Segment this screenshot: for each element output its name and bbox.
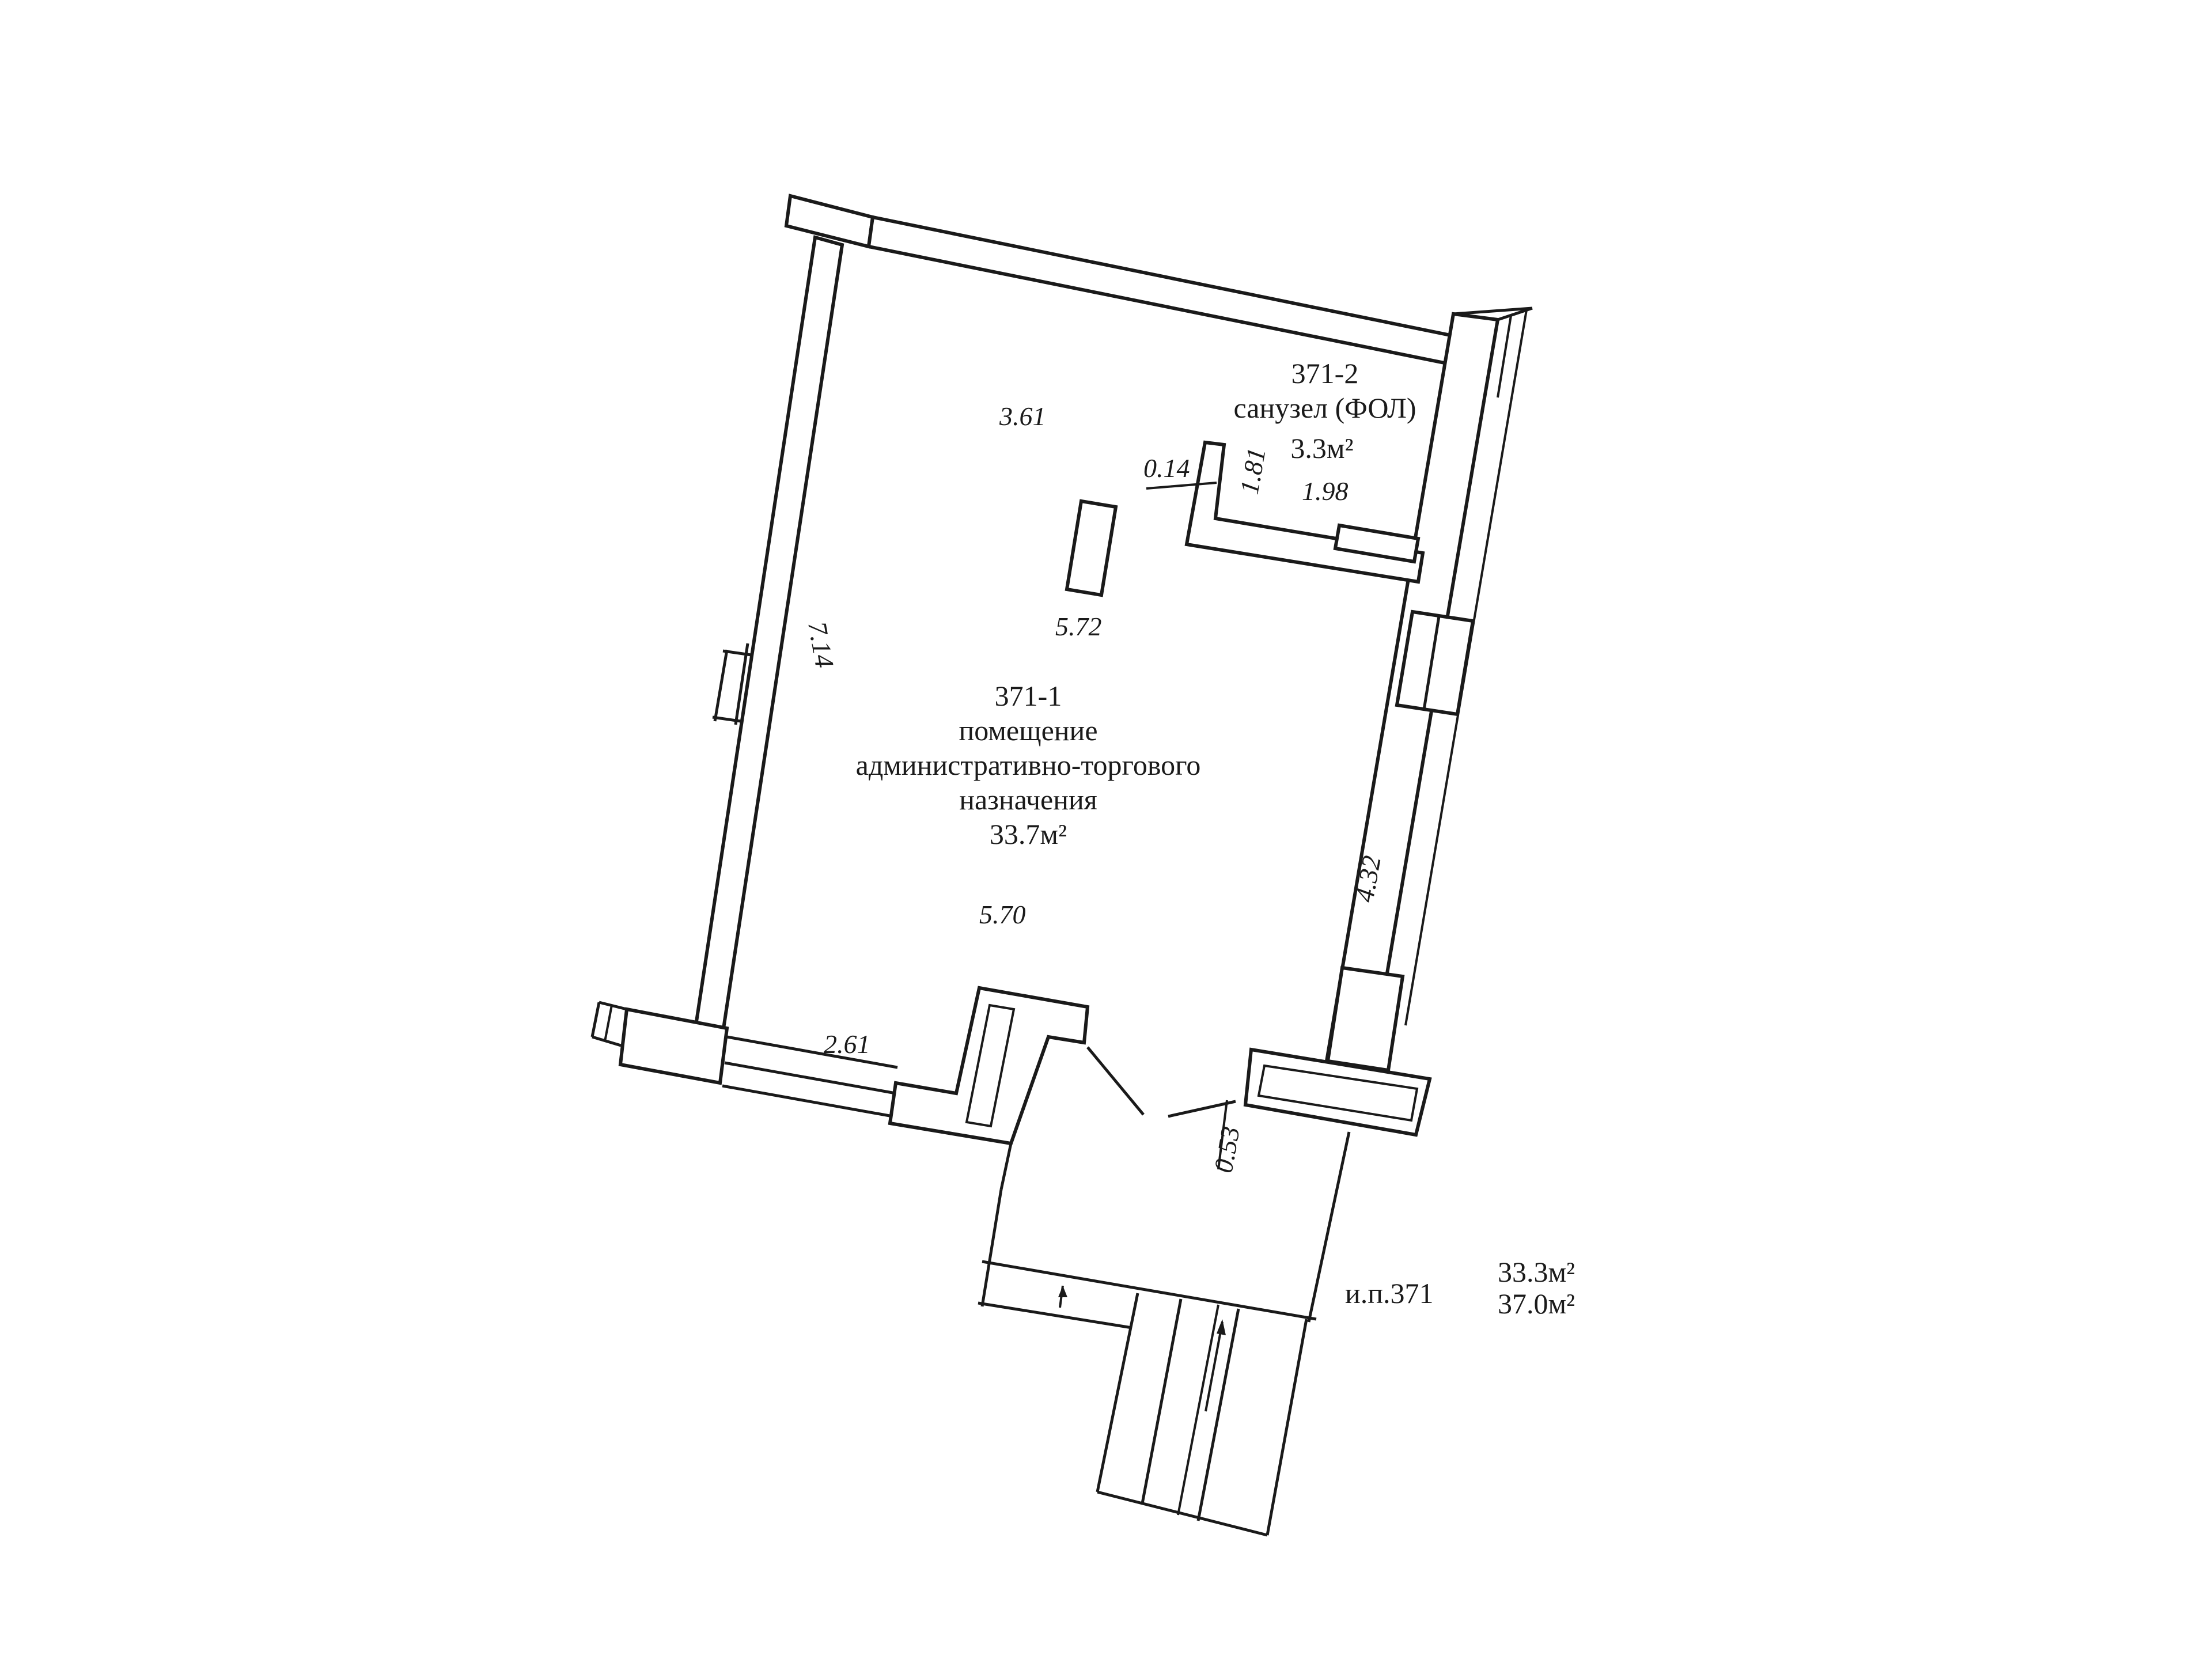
room-main-name-3: назначения [959, 783, 1097, 816]
dim-0.14-leader [1146, 482, 1217, 490]
dim-front-left: 2.61 [824, 1029, 870, 1059]
dim-wc-length: 1.81 [1234, 446, 1271, 497]
room-main-area: 33.7м² [990, 818, 1067, 850]
room-main-name-1: помещение [959, 714, 1097, 747]
entrance-right-pier [1243, 1047, 1432, 1137]
stairs [1096, 1293, 1308, 1537]
entrance-door [1086, 1046, 1236, 1170]
dim-left-length: 7.14 [802, 619, 839, 670]
top-wall [784, 194, 1481, 371]
room-main-name-2: административно-торгового [856, 749, 1201, 781]
entrance-left-pier [888, 986, 1090, 1190]
room-main-number: 371-1 [995, 680, 1062, 712]
wc-partition [1184, 440, 1425, 584]
dim-top-width: 3.61 [999, 402, 1046, 431]
right-wall [1324, 306, 1533, 1073]
bottom-left-wall [590, 1001, 898, 1118]
dim-column-width: 5.72 [1055, 612, 1102, 641]
column [1065, 499, 1118, 597]
dim-wc-width: 1.98 [1302, 476, 1349, 506]
dim-door-offset: 0.53 [1209, 1124, 1245, 1175]
dim-partition-thickness: 0.14 [1143, 453, 1190, 483]
porch [978, 1131, 1351, 1330]
summary-area-total: 37.0м² [1498, 1287, 1575, 1320]
summary-area-living: 33.3м² [1498, 1256, 1575, 1288]
room-wc-number: 371-2 [1291, 357, 1359, 389]
room-wc-name: санузел (ФОЛ) [1233, 392, 1416, 424]
summary-label: и.п.371 [1345, 1277, 1434, 1309]
room-wc-area: 3.3м² [1290, 432, 1353, 464]
dim-bottom-width: 5.70 [979, 900, 1026, 929]
